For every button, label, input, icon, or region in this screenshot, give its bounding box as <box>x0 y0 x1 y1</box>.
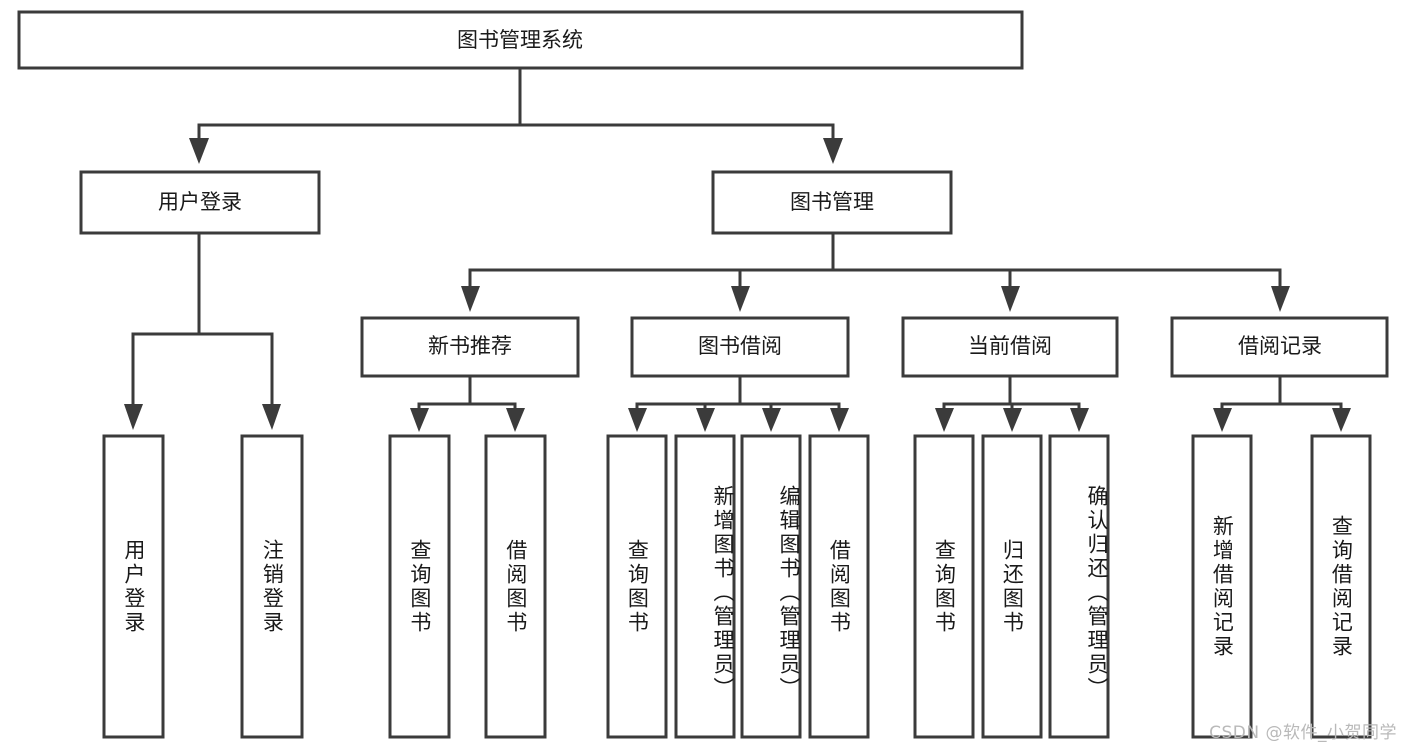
node-book-manage-label: 图书管理 <box>790 190 874 214</box>
csdn-watermark: CSDN @软件_小贺同学 <box>1209 723 1397 743</box>
leaf-box-cb-confirm-return[interactable] <box>1048 434 1110 739</box>
arrow-head-bb-leaf-2 <box>696 408 715 432</box>
node-book-borrow[interactable]: 图书借阅 <box>630 316 850 378</box>
node-current-borrow[interactable]: 当前借阅 <box>901 316 1119 378</box>
connector-group-root <box>189 66 843 164</box>
connector-group-book-manage <box>461 231 1290 312</box>
node-book-manage-box[interactable] <box>711 170 953 235</box>
node-borrow-record[interactable]: 借阅记录 <box>1170 316 1389 378</box>
leaf-box-bb-borrow-book[interactable] <box>808 434 870 739</box>
leaf-box-user-login[interactable] <box>102 434 165 739</box>
leaf-box-bb-add-book[interactable] <box>674 434 736 739</box>
connector-group-new-book <box>410 374 525 432</box>
arrow-head-bb-leaf-4 <box>830 408 849 432</box>
arrow-head-new-book <box>461 286 480 312</box>
connector-group-user-login <box>124 231 281 430</box>
leaf-box-cb-return-book[interactable] <box>981 434 1043 739</box>
arrow-head-cb-leaf-3 <box>1070 408 1089 432</box>
leaf-box-logout[interactable] <box>240 434 304 739</box>
node-borrow-record-label: 借阅记录 <box>1238 334 1322 358</box>
leaf-box-bb-query-book[interactable] <box>606 434 668 739</box>
node-new-book-recommend[interactable]: 新书推荐 <box>360 316 580 378</box>
node-current-borrow-label: 当前借阅 <box>968 334 1052 358</box>
arrow-head-nb-leaf-2 <box>506 408 525 432</box>
leaf-box-bb-edit-book[interactable] <box>740 434 802 739</box>
node-borrow-record-box[interactable] <box>1170 316 1389 378</box>
connector-group-borrow-record <box>1213 374 1351 432</box>
connector-group-book-borrow <box>628 374 849 432</box>
arrow-head-borrow-record <box>1271 286 1290 312</box>
node-book-manage[interactable]: 图书管理 <box>711 170 953 235</box>
node-root[interactable]: 图书管理系统 <box>17 10 1024 70</box>
arrow-head-book-manage <box>823 138 843 164</box>
arrow-head-leaf-user-login <box>124 404 143 430</box>
connector-group-current-borrow <box>935 374 1089 432</box>
arrow-head-current-borrow <box>1001 286 1020 312</box>
node-user-login-box[interactable] <box>79 170 321 235</box>
node-root-label: 图书管理系统 <box>457 28 583 52</box>
node-book-borrow-box[interactable] <box>630 316 850 378</box>
arrow-head-cb-leaf-2 <box>1003 408 1022 432</box>
node-new-book-recommend-label: 新书推荐 <box>428 334 512 358</box>
leaf-box-cb-query-book[interactable] <box>913 434 975 739</box>
arrow-head-nb-leaf-1 <box>410 408 429 432</box>
leaf-box-br-query-record[interactable] <box>1310 434 1372 739</box>
node-user-login-label: 用户登录 <box>158 190 242 214</box>
leaf-box-nb-borrow-book[interactable] <box>484 434 547 739</box>
arrow-head-bb-leaf-1 <box>628 408 647 432</box>
leaf-boxes-group <box>102 434 1372 739</box>
arrow-head-cb-leaf-1 <box>935 408 954 432</box>
node-new-book-recommend-box[interactable] <box>360 316 580 378</box>
node-root-box[interactable] <box>17 10 1024 70</box>
node-user-login[interactable]: 用户登录 <box>79 170 321 235</box>
node-current-borrow-box[interactable] <box>901 316 1119 378</box>
node-book-borrow-label: 图书借阅 <box>698 334 782 358</box>
leaf-box-br-add-record[interactable] <box>1191 434 1253 739</box>
arrow-head-user-login <box>189 138 209 164</box>
arrow-head-leaf-logout <box>262 404 281 430</box>
arrow-head-book-borrow <box>731 286 750 312</box>
arrow-head-br-leaf-2 <box>1332 408 1351 432</box>
arrow-head-br-leaf-1 <box>1213 408 1232 432</box>
leaf-box-nb-query-book[interactable] <box>388 434 451 739</box>
arrow-head-bb-leaf-3 <box>762 408 781 432</box>
